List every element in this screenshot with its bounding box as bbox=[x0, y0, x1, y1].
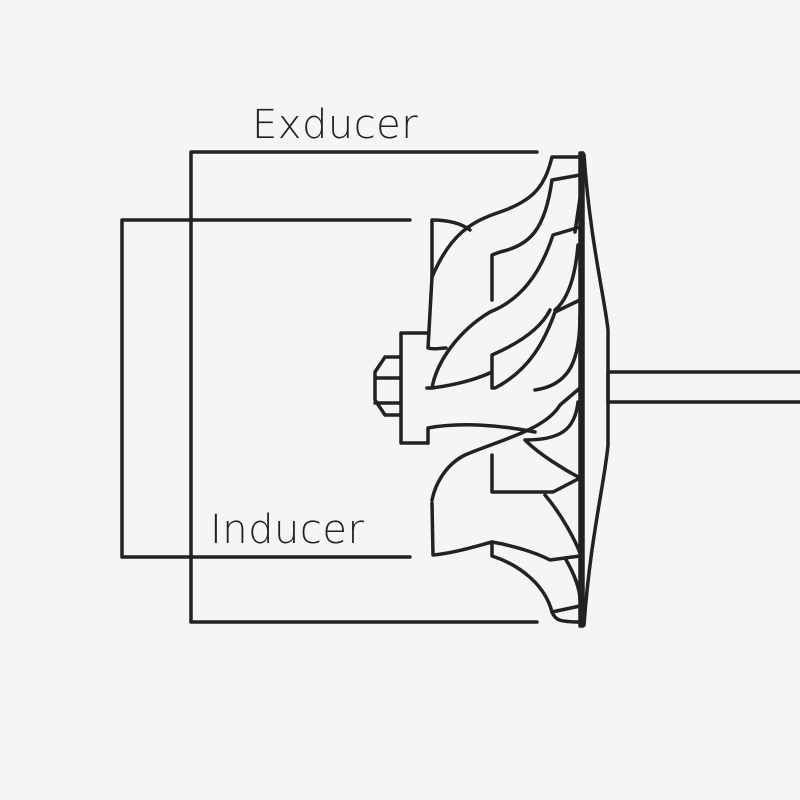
blade bbox=[533, 313, 582, 392]
blade bbox=[550, 610, 582, 624]
blade bbox=[490, 173, 582, 302]
hub-nose bbox=[399, 331, 430, 445]
blade bbox=[490, 540, 582, 614]
blade bbox=[426, 423, 537, 445]
blade bbox=[543, 493, 582, 555]
blade bbox=[490, 298, 582, 390]
shaft bbox=[606, 370, 800, 404]
inducer-label: Inducer bbox=[210, 507, 365, 553]
blade bbox=[425, 225, 582, 390]
blade bbox=[490, 453, 582, 494]
hub-back-profile bbox=[582, 153, 610, 627]
blade bbox=[553, 243, 580, 312]
exducer-label: Exducer bbox=[252, 102, 419, 148]
blade bbox=[430, 386, 582, 502]
blade bbox=[430, 370, 494, 390]
exducer-dimension-bracket bbox=[189, 150, 539, 624]
blade bbox=[573, 196, 582, 234]
blade bbox=[523, 400, 582, 480]
blade bbox=[430, 155, 582, 279]
blade bbox=[430, 218, 472, 279]
blade bbox=[563, 556, 582, 602]
blade bbox=[426, 275, 448, 351]
inducer-dimension-bracket bbox=[120, 218, 412, 559]
nut bbox=[373, 355, 402, 417]
